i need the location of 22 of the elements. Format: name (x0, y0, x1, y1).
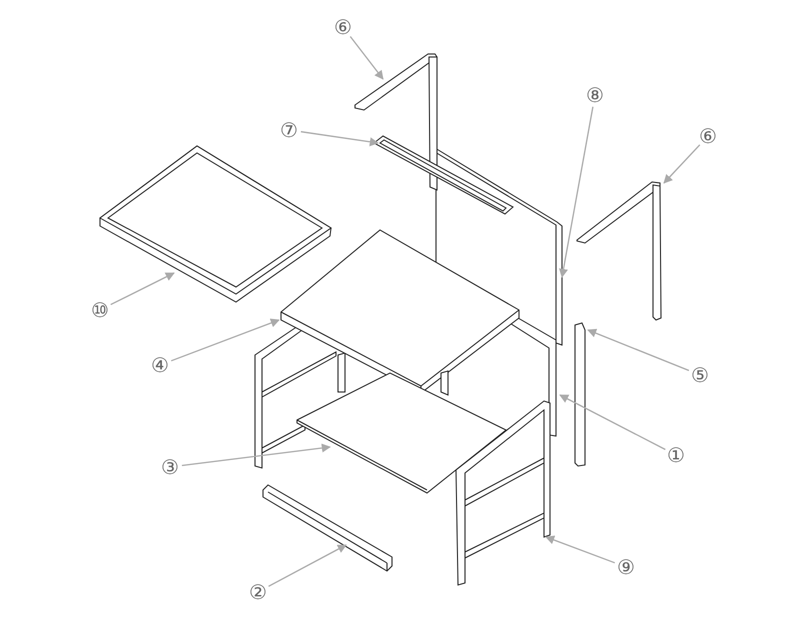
leader-line (558, 106, 594, 278)
callout-number: ① (667, 444, 685, 466)
callout-number: ⑩ (91, 299, 109, 321)
callout-number: ⑥ (334, 16, 352, 38)
leader-line (663, 144, 700, 184)
leader-line (587, 328, 690, 372)
leader-line (559, 394, 666, 450)
callout-number: ② (249, 581, 267, 603)
leader-line (110, 272, 175, 306)
callout-number: ⑥ (699, 125, 717, 147)
leader-line (268, 544, 347, 587)
leader-line (545, 536, 616, 564)
callout-number: ⑨ (617, 556, 635, 578)
leader-line (350, 36, 384, 80)
leader-line (182, 444, 331, 466)
callout-number: ⑤ (691, 364, 709, 386)
callout-number: ⑧ (586, 84, 604, 106)
leader-line (170, 318, 280, 362)
callout-number: ⑦ (280, 119, 298, 141)
callout-number: ④ (151, 354, 169, 376)
leader-line (300, 131, 379, 146)
callout-number: ③ (161, 456, 179, 478)
